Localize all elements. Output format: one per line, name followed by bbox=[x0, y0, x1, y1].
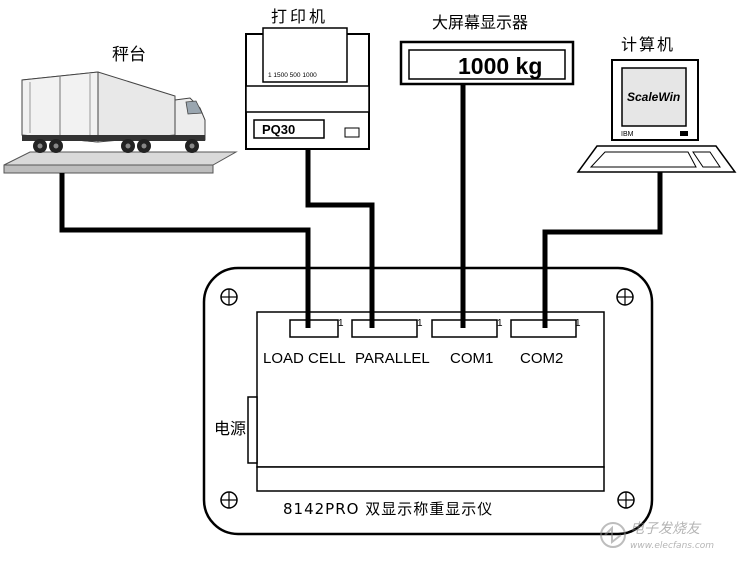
watermark-cn: 电子发烧友 bbox=[630, 521, 702, 537]
indicator-device: 电源 8142PRO 双显示称重显示仪 1 LOAD CELL 1 PARALL… bbox=[202, 266, 654, 536]
printer: 打印机 1 1500 500 1000 PQ30 bbox=[245, 7, 370, 150]
port-load-cell: 1 LOAD CELL bbox=[263, 318, 346, 367]
big-display: 大屏幕显示器 1000 kg bbox=[399, 13, 575, 86]
elecfans-logo-icon bbox=[600, 522, 626, 548]
watermark-url: www.elecfans.com bbox=[630, 541, 714, 551]
display-value: 1000 kg bbox=[458, 53, 542, 79]
port-pin-label: 1 bbox=[575, 318, 581, 329]
truck-scale: 秤台 bbox=[3, 45, 238, 174]
computer-label: 计算机 bbox=[621, 35, 675, 54]
screw-icon bbox=[220, 491, 238, 509]
printer-paper bbox=[262, 27, 348, 83]
printer-model: PQ30 bbox=[262, 122, 295, 137]
port-label: COM1 bbox=[450, 350, 493, 367]
keyboard-icon bbox=[576, 145, 737, 173]
cables bbox=[59, 84, 663, 328]
truck-icon bbox=[21, 71, 206, 153]
printer-paper-text: 1 1500 500 1000 bbox=[268, 72, 317, 79]
port-com2: 1 COM2 bbox=[510, 318, 581, 367]
monitor-brand: IBM bbox=[621, 131, 634, 138]
port-pin-label: 1 bbox=[338, 318, 344, 329]
cable-load-cell bbox=[59, 173, 311, 328]
screw-icon bbox=[616, 288, 634, 306]
monitor-screen-text: ScaleWin bbox=[627, 90, 680, 104]
screw-icon bbox=[617, 491, 635, 509]
port-pin-label: 1 bbox=[497, 318, 503, 329]
port-pin-label: 1 bbox=[417, 318, 423, 329]
printer-label: 打印机 bbox=[271, 7, 328, 26]
port-parallel: 1 PARALLEL bbox=[351, 318, 430, 367]
port-label: PARALLEL bbox=[355, 350, 430, 367]
big-display-label: 大屏幕显示器 bbox=[432, 13, 528, 32]
watermark: 电子发烧友 www.elecfans.com bbox=[600, 521, 714, 551]
power-label: 电源 bbox=[214, 419, 246, 438]
monitor-icon: ScaleWin IBM bbox=[611, 59, 699, 141]
computer: 计算机 ScaleWin IBM bbox=[576, 35, 737, 173]
scale-platform bbox=[3, 151, 238, 166]
cable-parallel bbox=[305, 149, 375, 328]
port-label: COM2 bbox=[520, 350, 563, 367]
cable-com2 bbox=[542, 172, 663, 328]
port-label: LOAD CELL bbox=[263, 350, 346, 367]
power-connector bbox=[247, 396, 258, 464]
screw-icon bbox=[220, 288, 238, 306]
indicator-label: 8142PRO 双显示称重显示仪 bbox=[283, 500, 493, 518]
scale-label: 秤台 bbox=[112, 45, 146, 65]
